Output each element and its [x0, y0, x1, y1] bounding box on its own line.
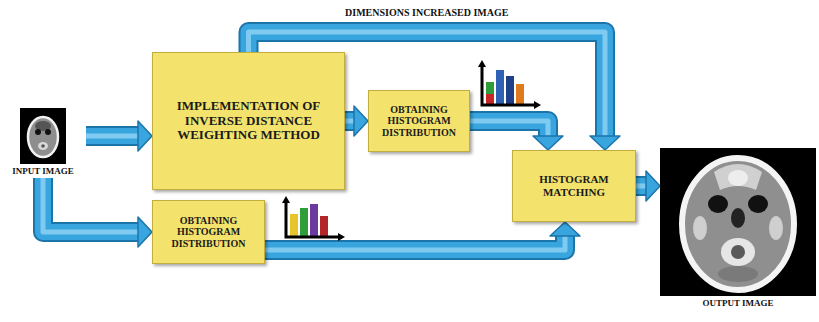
arrow-band	[470, 121, 548, 137]
arrow-sheen	[470, 121, 548, 137]
arrow-sheen	[43, 178, 139, 232]
histogram-icon	[280, 196, 346, 242]
arrow-head	[138, 217, 152, 247]
histogram-icon	[476, 60, 542, 110]
box-text: OBTAINING HISTOGRAM DISTRIBUTION	[159, 215, 258, 250]
flow-arrow	[345, 106, 368, 136]
box-text: OBTAINING HISTOGRAM DISTRIBUTION	[375, 104, 463, 139]
image-caption: INPUT IMAGE	[12, 166, 74, 176]
arrow-outline	[470, 121, 548, 137]
flow-arrow	[43, 178, 152, 247]
arrow-head	[550, 222, 580, 236]
image-caption: OUTPUT IMAGE	[702, 298, 773, 308]
input-image-node: INPUT IMAGE	[0, 108, 86, 176]
arrow-head	[354, 106, 368, 136]
flow-arrow	[470, 121, 563, 150]
arrow-head	[590, 136, 620, 150]
flow-arrow	[86, 121, 152, 151]
arrow-head	[646, 171, 660, 201]
flow-arrow	[636, 171, 660, 201]
process-box: IMPLEMENTATION OF INVERSE DISTANCE WEIGH…	[152, 52, 345, 190]
output-image-node: OUTPUT IMAGE	[660, 148, 816, 308]
input-ct-image	[20, 108, 66, 164]
arrow-head	[533, 136, 563, 150]
arrow-outline	[86, 126, 139, 146]
arrow-head	[138, 121, 152, 151]
process-box: HISTOGRAM MATCHING	[512, 150, 636, 222]
arrow-band	[43, 178, 139, 232]
edge-label: DIMENSIONS INCREASED IMAGE	[342, 7, 511, 18]
output-ct-image	[660, 148, 816, 296]
process-box: OBTAINING HISTOGRAM DISTRIBUTION	[368, 90, 470, 152]
process-box: OBTAINING HISTOGRAM DISTRIBUTION	[152, 200, 265, 264]
arrow-sheen	[86, 134, 139, 139]
box-text: IMPLEMENTATION OF INVERSE DISTANCE WEIGH…	[159, 99, 338, 144]
arrow-band	[86, 128, 139, 144]
arrow-outline	[43, 178, 139, 232]
box-text: HISTOGRAM MATCHING	[519, 173, 629, 198]
